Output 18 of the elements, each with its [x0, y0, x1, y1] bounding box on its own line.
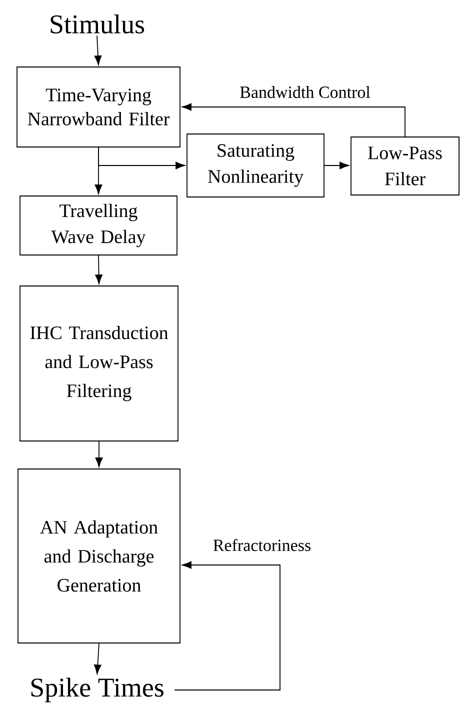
arrow	[98, 147, 186, 170]
process-box: Travelling Wave Delay	[20, 196, 178, 256]
arrow	[94, 643, 102, 674]
process-box: Low-Pass Filter	[350, 136, 460, 196]
process-box: Saturating Nonlinearity	[186, 134, 324, 198]
signal-label: Stimulus	[50, 14, 144, 34]
arrow	[95, 255, 102, 284]
signal-label: Spike Times	[31, 678, 164, 702]
process-box: AN Adaptation and Discharge Generation	[18, 468, 180, 644]
arrow	[95, 441, 103, 468]
arrow	[182, 103, 406, 137]
arrow	[174, 561, 280, 690]
process-box: IHC Transduction and Low-Pass Filtering	[20, 286, 178, 442]
edge-label: Refractoriness	[212, 538, 312, 552]
arrow	[94, 35, 102, 66]
process-box: Time-Varying Narrowband Filter	[16, 66, 180, 148]
edge-label: Bandwidth Control	[238, 85, 372, 99]
arrow	[324, 162, 350, 170]
